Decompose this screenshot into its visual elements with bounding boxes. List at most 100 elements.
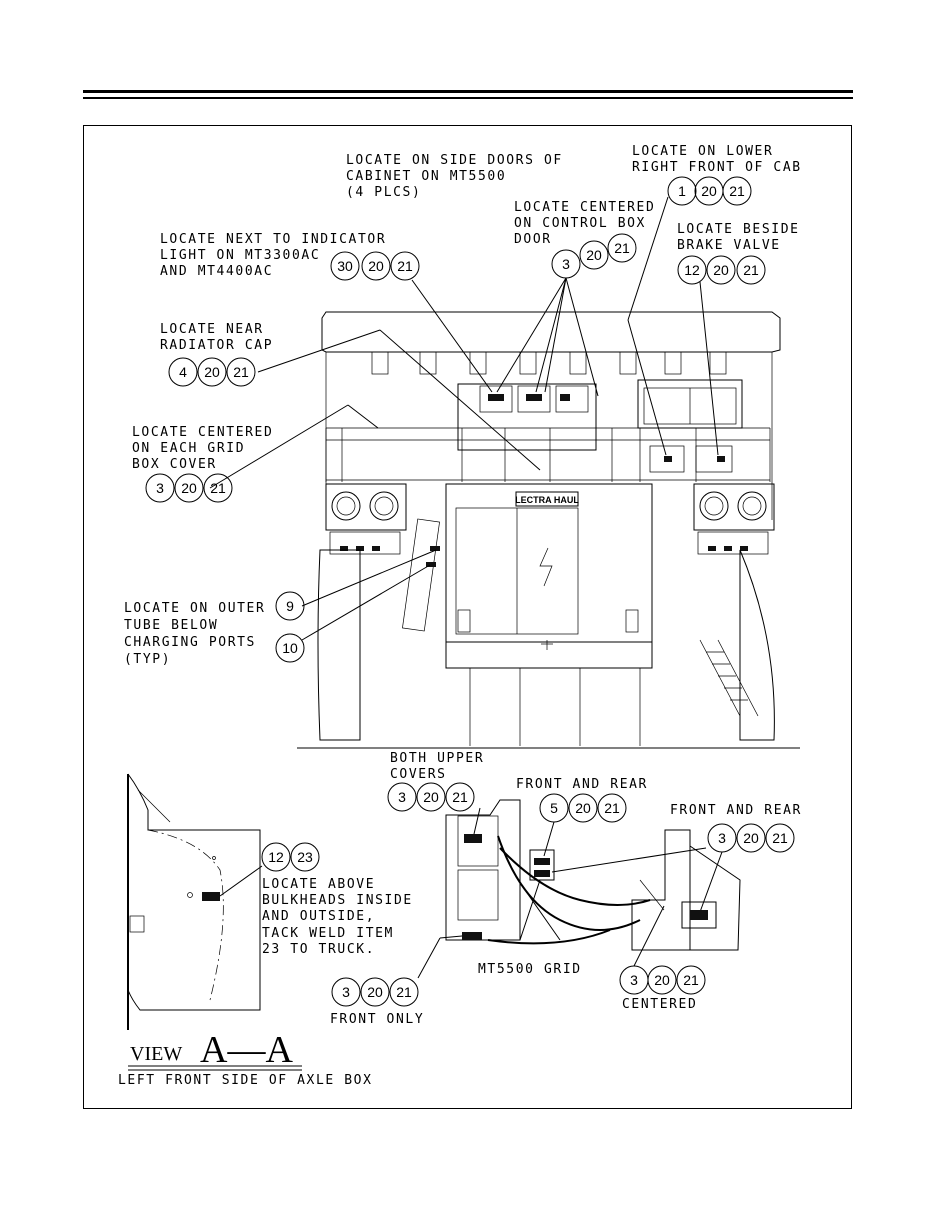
- bubble-number: 3: [630, 972, 638, 988]
- bubble-number: 20: [367, 984, 383, 1000]
- bumper: [445, 641, 653, 669]
- bubble-group-5-20-21: [539, 793, 627, 823]
- note-line: ON EACH GRID: [132, 441, 245, 456]
- bubble-number: 21: [614, 240, 630, 256]
- decal-marker: [534, 858, 550, 865]
- note-line: (4 PLCS): [346, 185, 421, 200]
- bubble-number: 20: [713, 262, 729, 278]
- ladder: [699, 639, 759, 717]
- tire-right: [739, 549, 775, 741]
- bubble-number: 1: [678, 183, 686, 199]
- note-line: FRONT AND REAR: [670, 803, 802, 818]
- header-rule-top: [83, 90, 853, 93]
- bubble-group-3-20-21-upper: [387, 782, 475, 812]
- bubble-number: 9: [286, 598, 294, 614]
- bubble-number: 20: [654, 972, 670, 988]
- note-line: BRAKE VALVE: [677, 238, 781, 253]
- note-line: COVERS: [390, 767, 447, 782]
- bubble-number: 21: [397, 258, 413, 274]
- bubble-group-3-20-21-centered: [619, 965, 706, 995]
- bubble-number: 4: [179, 364, 187, 380]
- strut: [402, 518, 440, 632]
- note-radiator: LOCATE NEAR RADIATOR CAP: [160, 322, 273, 353]
- bubble-group-3-20-21-front-rear: [707, 823, 795, 853]
- bubble-number: 3: [562, 256, 570, 272]
- bubble-number: 3: [398, 789, 406, 805]
- note-line: TUBE BELOW: [124, 618, 218, 633]
- decal-marker: [717, 456, 725, 462]
- note-line: LOCATE NEAR: [160, 322, 264, 337]
- note-line: TACK WELD ITEM: [262, 926, 394, 941]
- bubble-number: 21: [604, 800, 620, 816]
- dump-body: [321, 311, 781, 353]
- header-rule-bottom: [83, 97, 853, 99]
- bubble-number: 21: [683, 972, 699, 988]
- decal-marker: [464, 834, 482, 843]
- note-line: CABINET ON MT5500: [346, 169, 506, 184]
- truck-front-view: LECTRA HAUL: [297, 311, 800, 749]
- leader-lines-bottom: [417, 807, 723, 979]
- leader-lines-top: [209, 196, 719, 641]
- note-line: MT5500 GRID: [478, 962, 582, 977]
- deck-handrails: [325, 427, 771, 482]
- bubble-9: [275, 591, 305, 621]
- bubble-number: 20: [586, 247, 602, 263]
- note-line: LOCATE ON LOWER: [632, 144, 773, 159]
- axle-housing-side: [631, 829, 741, 951]
- bubble-group-4-20-21: [168, 357, 256, 387]
- note-line: LOCATE BESIDE: [677, 222, 800, 237]
- note-line: ON CONTROL BOX: [514, 216, 646, 231]
- decal-marker: [462, 932, 482, 940]
- bubble-group-3-20-21-grid: [145, 473, 233, 503]
- note-line: BULKHEADS INSIDE: [262, 893, 413, 908]
- axle-box-view: 12 23 LOCATE ABOVE BULKHEADS INSIDE AND …: [118, 773, 413, 1088]
- decal-marker: [534, 870, 550, 877]
- bubble-number: 10: [282, 640, 298, 656]
- decal-marker: [202, 892, 220, 901]
- bubble-number: 21: [772, 830, 788, 846]
- note-grid-box: LOCATE CENTERED ON EACH GRID BOX COVER: [132, 425, 273, 472]
- bubble-number: 21: [743, 262, 759, 278]
- decal-marker: [560, 394, 570, 401]
- tire-left: [317, 549, 361, 741]
- note-line: BOX COVER: [132, 457, 217, 472]
- view-title-letters: A—A: [200, 1029, 293, 1071]
- bubble-group-3-20-21-control: [551, 233, 637, 279]
- note-line: LOCATE NEXT TO INDICATOR: [160, 232, 386, 247]
- bubble-group-1-20-21: [667, 176, 752, 206]
- bubble-number: 23: [297, 849, 313, 865]
- bubble-group-30-20-21: [330, 251, 420, 281]
- view-caption: LEFT FRONT SIDE OF AXLE BOX: [118, 1073, 373, 1088]
- note-indicator: LOCATE NEXT TO INDICATOR LIGHT ON MT3300…: [160, 232, 386, 279]
- note-line: (TYP): [124, 652, 171, 667]
- bubble-number: 12: [268, 849, 284, 865]
- note-line: RADIATOR CAP: [160, 338, 273, 353]
- note-line: LOCATE ABOVE: [262, 877, 375, 892]
- bubble-number: 21: [396, 984, 412, 1000]
- note-line: FRONT AND REAR: [516, 777, 648, 792]
- bubble-number: 3: [156, 480, 164, 496]
- decal-marker: [690, 910, 708, 920]
- bubble-number: 20: [743, 830, 759, 846]
- note-line: DOOR: [514, 232, 552, 247]
- note-side-doors: LOCATE ON SIDE DOORS OF CABINET ON MT550…: [346, 153, 563, 200]
- note-lower-right: LOCATE ON LOWER RIGHT FRONT OF CAB: [632, 144, 800, 175]
- truck-badge: LECTRA HAUL: [515, 495, 579, 505]
- note-outer-tube: LOCATE ON OUTER TUBE BELOW CHARGING PORT…: [124, 601, 264, 667]
- note-line: CENTERED: [622, 997, 697, 1012]
- view-title-word: VIEW: [130, 1043, 182, 1065]
- bubble-10: [275, 633, 305, 663]
- bubble-number: 21: [729, 183, 745, 199]
- note-line: LOCATE ON SIDE DOORS OF: [346, 153, 563, 168]
- bubble-group-3-20-21-front-only: [331, 977, 419, 1007]
- note-line: AND MT4400AC: [160, 264, 273, 279]
- bubble-number: 20: [701, 183, 717, 199]
- bubble-number: 20: [423, 789, 439, 805]
- bubble-number: 20: [181, 480, 197, 496]
- bubble-number: 30: [337, 258, 353, 274]
- lightning-logo-icon: [539, 547, 553, 587]
- decal-marker: [526, 394, 542, 401]
- note-line: LOCATE CENTERED: [132, 425, 273, 440]
- bubble-number: 3: [342, 984, 350, 1000]
